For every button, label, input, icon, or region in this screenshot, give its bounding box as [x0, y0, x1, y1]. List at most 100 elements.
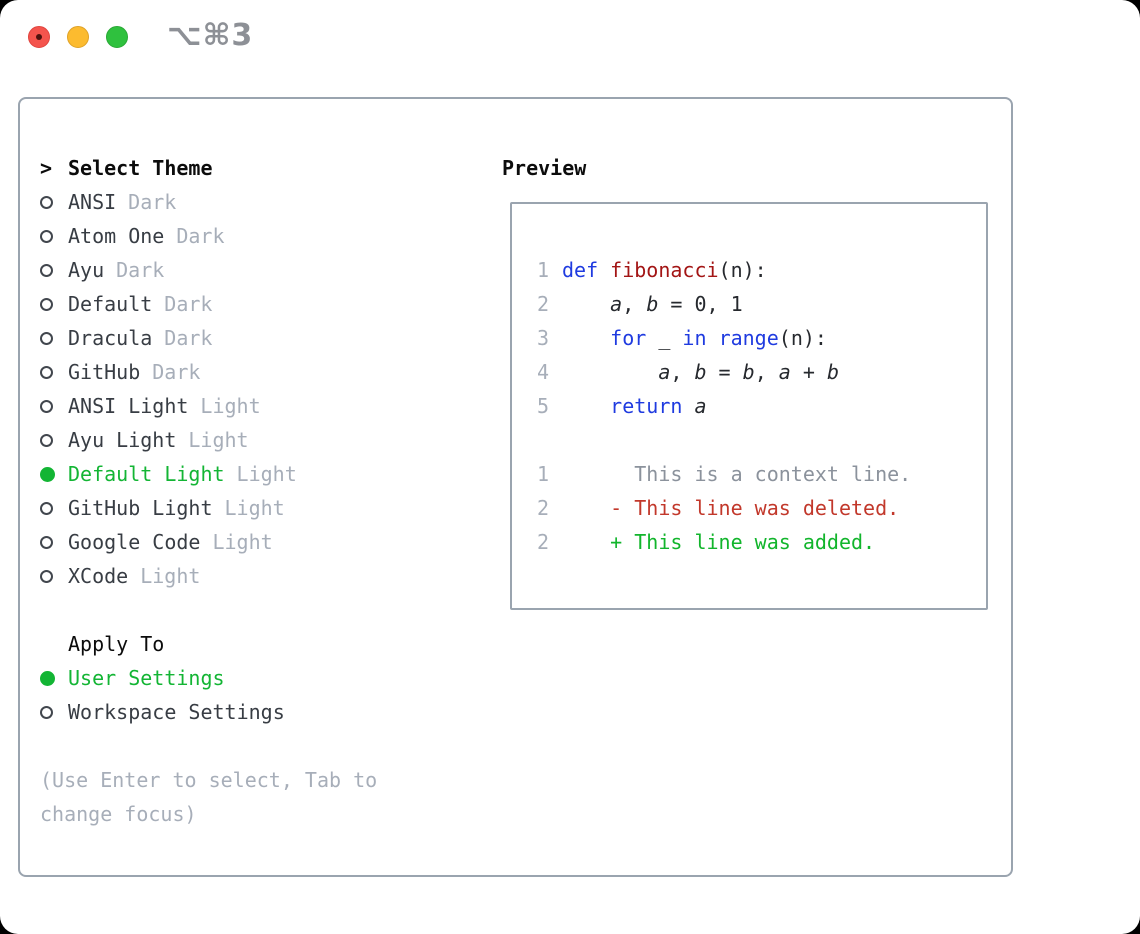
code-segment [562, 326, 610, 350]
theme-variant: Light [140, 564, 201, 588]
code-line: 5 return a [537, 389, 911, 423]
code-segment [707, 326, 719, 350]
code-segment: = 0, 1 [658, 292, 743, 316]
close-button[interactable] [28, 26, 50, 48]
radio-icon [40, 229, 53, 243]
code-segment: (n): [778, 326, 827, 350]
apply-option-label: User Settings [68, 666, 225, 690]
radio-cell [40, 569, 68, 583]
theme-name: Ayu [68, 258, 105, 282]
radio-icon [40, 195, 53, 209]
title-bar: ⌥⌘3 [0, 0, 1140, 75]
radio-icon [40, 501, 53, 515]
theme-item[interactable]: Ayu Light Light [40, 423, 389, 457]
theme-variant: Light [224, 496, 285, 520]
theme-name: Google Code [68, 530, 201, 554]
radio-cell [40, 195, 68, 209]
code-segment [562, 394, 610, 418]
apply-to-heading-label: Apply To [68, 632, 165, 656]
radio-cell [40, 297, 68, 311]
code-segment [682, 394, 694, 418]
theme-variant: Dark [176, 224, 225, 248]
code-segment: b [742, 360, 755, 384]
radio-cell [40, 535, 68, 549]
spacer [40, 729, 389, 763]
keyboard-hint: (Use Enter to select, Tab to change focu… [40, 768, 378, 826]
theme-name: Atom One [68, 224, 165, 248]
theme-name: ANSI Light [68, 394, 189, 418]
theme-name: GitHub [68, 360, 141, 384]
theme-name: Default [68, 292, 153, 316]
code-segment: = [706, 360, 743, 384]
line-number: 2 [537, 496, 550, 520]
unsaved-dot-icon [36, 34, 42, 40]
radio-cell [40, 705, 68, 719]
theme-item[interactable]: GitHub Light Light [40, 491, 389, 525]
code-segment: a [658, 360, 671, 384]
select-theme-heading: > Select Theme [40, 151, 389, 185]
theme-name: ANSI [68, 190, 117, 214]
code-segment: + This line was added. [610, 530, 876, 554]
code-segment: , [754, 360, 779, 384]
code-segment: return [610, 394, 683, 418]
code-line: 4 a, b = b, a + b [537, 355, 911, 389]
apply-option[interactable]: User Settings [40, 661, 389, 695]
code-segment: _ [646, 326, 683, 350]
spacer [40, 593, 389, 627]
radio-icon [40, 365, 53, 379]
theme-item[interactable]: Google Code Light [40, 525, 389, 559]
theme-item[interactable]: GitHub Dark [40, 355, 389, 389]
line-number: 1 [537, 258, 550, 282]
theme-variant: Light [188, 428, 249, 452]
code-segment: - This line was deleted. [610, 496, 900, 520]
theme-name: GitHub Light [68, 496, 213, 520]
theme-variant: Light [212, 530, 273, 554]
code-segment: in [682, 326, 707, 350]
line-number: 1 [537, 462, 550, 486]
radio-icon [40, 331, 53, 345]
code-segment: This is a context line. [562, 462, 912, 486]
preview-box: 1 def fibonacci (n): 2 a, b = 0, 1 3 for _ i… [510, 202, 988, 610]
code-segment: , [622, 292, 647, 316]
code-segment: , [670, 360, 695, 384]
code-segment: b [694, 360, 707, 384]
code-segment: + [790, 360, 827, 384]
theme-item[interactable]: Ayu Dark [40, 253, 389, 287]
theme-variant: Dark [152, 360, 201, 384]
radio-cell [40, 331, 68, 345]
radio-cell [40, 229, 68, 243]
radio-cell [40, 466, 68, 482]
apply-option[interactable]: Workspace Settings [40, 695, 389, 729]
radio-cell [40, 399, 68, 413]
theme-variant: Light [236, 462, 297, 486]
theme-variant: Dark [116, 258, 165, 282]
radio-cell [40, 365, 68, 379]
code-segment: def [562, 258, 599, 282]
code-segment: b [646, 292, 659, 316]
code-segment: a [610, 292, 623, 316]
theme-name: Ayu Light [68, 428, 177, 452]
zoom-button[interactable] [106, 26, 128, 48]
code-preview: 1 def fibonacci (n): 2 a, b = 0, 1 3 for _ i… [537, 253, 911, 559]
code-segment: fibonacci [610, 258, 719, 282]
code-line: 3 for _ in range(n): [537, 321, 911, 355]
theme-name: XCode [68, 564, 129, 588]
radio-icon [40, 263, 53, 277]
code-segment [562, 292, 610, 316]
minimize-button[interactable] [67, 26, 89, 48]
code-segment: a [778, 360, 791, 384]
radio-cell [40, 670, 68, 686]
apply-option-label: Workspace Settings [68, 700, 285, 724]
line-number: 3 [537, 326, 550, 350]
theme-item[interactable]: Atom One Dark [40, 219, 389, 253]
theme-item[interactable]: XCode Light [40, 559, 389, 593]
